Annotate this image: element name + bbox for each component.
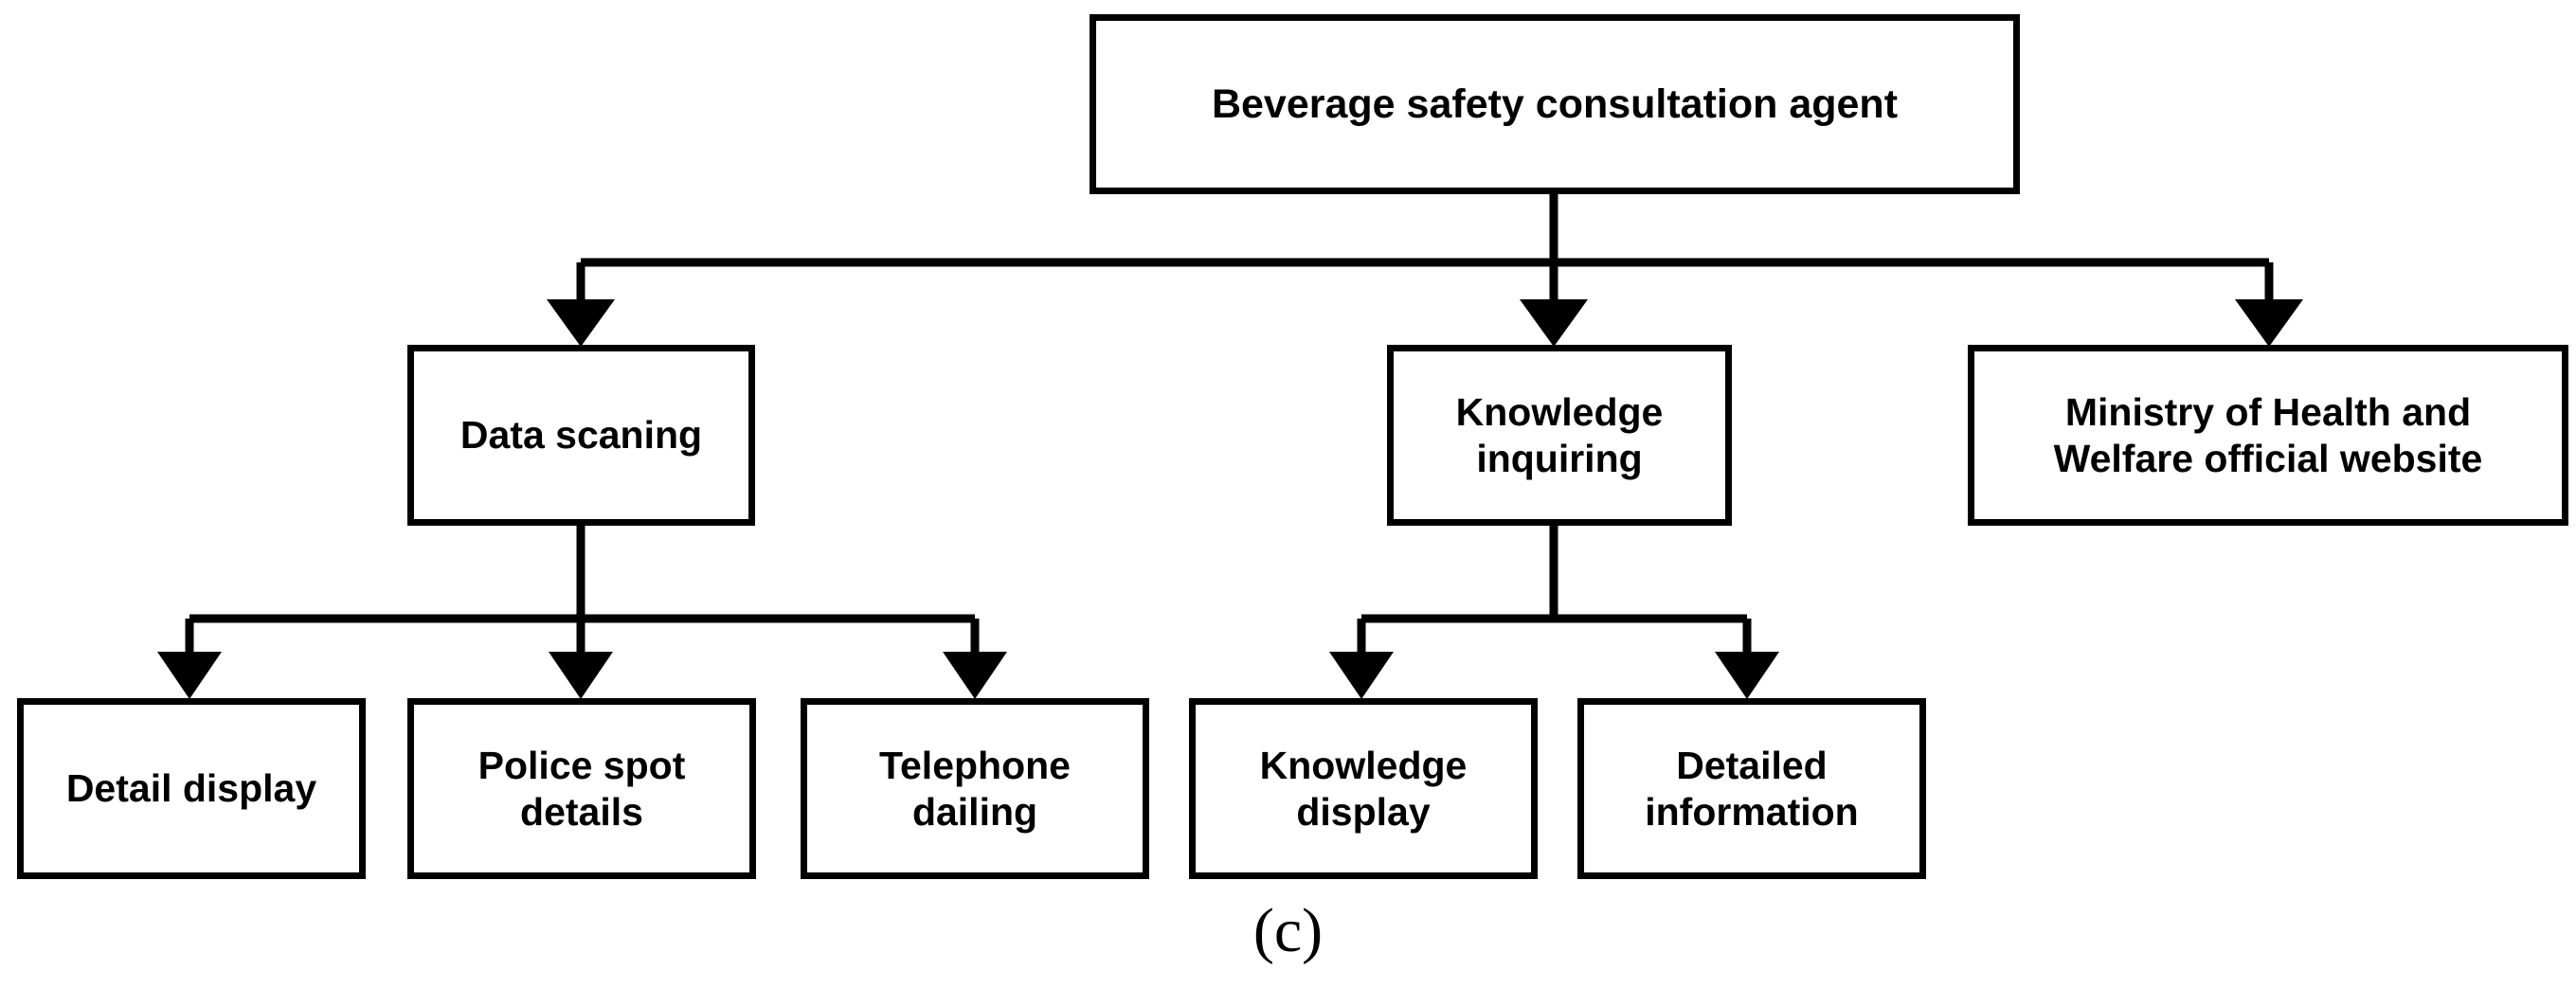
arrowhead-detail-display <box>157 652 222 699</box>
arrowhead-police-spot-details <box>549 652 613 699</box>
arrowhead-ministry-website <box>2235 299 2303 347</box>
node-knowledge-display: Knowledge display <box>1189 698 1538 879</box>
node-beverage-safety-consultation-agent: Beverage safety consultation agent <box>1090 14 2020 194</box>
arrowhead-knowledge-display <box>1329 652 1394 699</box>
node-telephone-dailing: Telephone dailing <box>801 698 1149 879</box>
arrowhead-data-scaning <box>547 299 615 347</box>
node-knowledge-inquiring: Knowledge inquiring <box>1387 345 1732 526</box>
arrowhead-knowledge-inquiring <box>1520 299 1588 347</box>
node-data-scaning: Data scaning <box>407 345 755 526</box>
node-police-spot-details: Police spot details <box>407 698 756 879</box>
node-ministry-of-health-and-welfare-official-website: Ministry of Health and Welfare official … <box>1968 345 2568 526</box>
arrowhead-detailed-information <box>1715 652 1779 699</box>
node-detailed-information: Detailed information <box>1577 698 1926 879</box>
node-detail-display: Detail display <box>17 698 366 879</box>
arrowhead-telephone-dailing <box>943 652 1007 699</box>
figure-caption: (c) <box>1252 896 1324 965</box>
